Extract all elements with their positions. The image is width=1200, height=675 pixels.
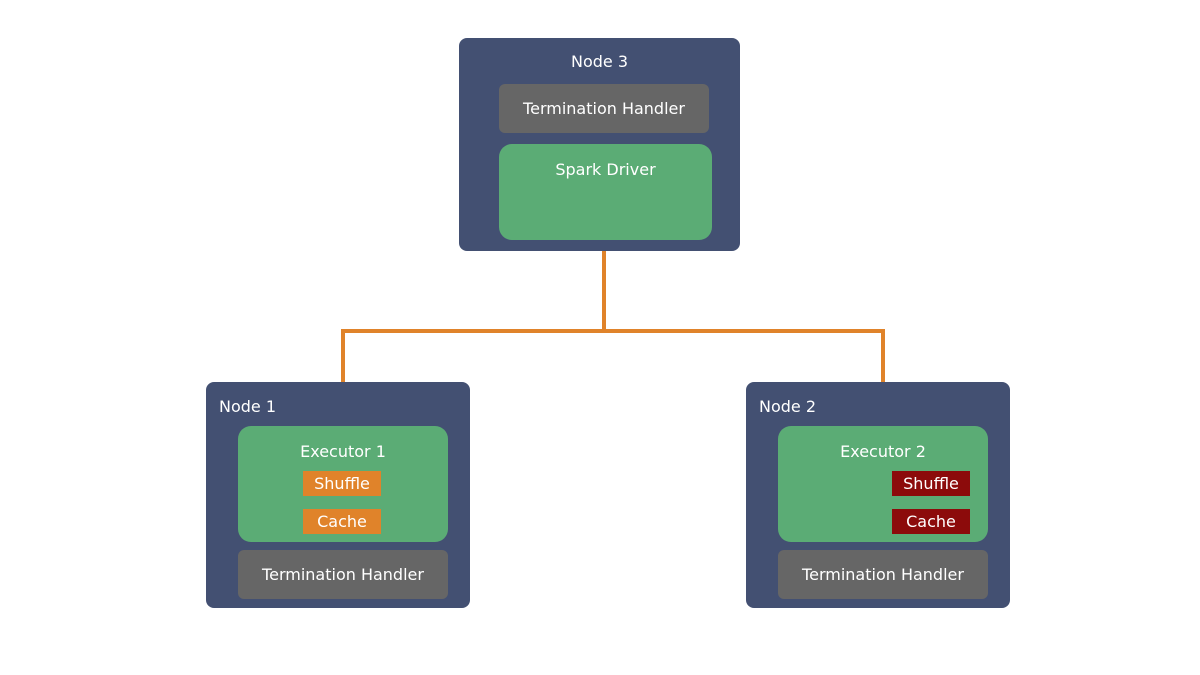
termination-handler-label: Termination Handler [802,565,964,584]
executor-2-shuffle-badge: Shuffle [892,471,970,496]
executor-1-cache-badge: Cache [303,509,381,534]
executor-1-label: Executor 1 [300,442,386,461]
shuffle-label: Shuffle [314,474,370,493]
node-1: Node 1 Executor 1 Shuffle Cache Terminat… [206,382,470,608]
node-2-label: Node 2 [759,397,817,416]
node-3-termination-handler: Termination Handler [499,84,709,133]
executor-2-label: Executor 2 [840,442,926,461]
cache-label: Cache [906,512,956,531]
cache-label: Cache [317,512,367,531]
node-1-termination-handler: Termination Handler [238,550,448,599]
node-3-label: Node 3 [570,52,629,71]
termination-handler-label: Termination Handler [523,99,685,118]
executor-2-cache-badge: Cache [892,509,970,534]
spark-driver-label: Spark Driver [555,160,656,179]
termination-handler-label: Termination Handler [262,565,424,584]
executor-1-shuffle-badge: Shuffle [303,471,381,496]
node-3: Node 3 Termination Handler Spark Driver [459,38,740,251]
shuffle-label: Shuffle [903,474,959,493]
spark-driver: Spark Driver [499,144,712,240]
node-2-termination-handler: Termination Handler [778,550,988,599]
executor-1: Executor 1 Shuffle Cache [238,426,448,542]
node-2: Node 2 Executor 2 Shuffle Cache Terminat… [746,382,1010,608]
executor-2: Executor 2 Shuffle Cache [778,426,988,542]
node-1-label: Node 1 [219,397,277,416]
